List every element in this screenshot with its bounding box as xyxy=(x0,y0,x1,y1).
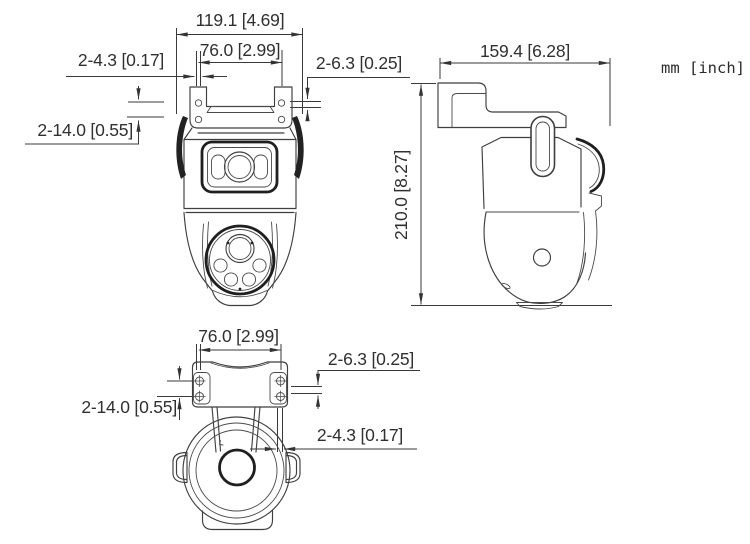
ir-window-left xyxy=(211,154,226,180)
dim-side-depth: 159.4 [6.28] xyxy=(480,41,570,61)
dome-face-ring xyxy=(204,224,276,296)
dim-bottom-hole-spacing: 76.0 [2.99] xyxy=(198,326,279,346)
bottom-dome-top-view xyxy=(172,406,301,531)
side-wall-bracket xyxy=(437,82,567,129)
side-hinge-column xyxy=(530,115,556,178)
side-cap-right xyxy=(285,451,301,484)
side-view-drawing: 159.4 [6.28] 210.0 [8.27] xyxy=(391,41,612,310)
front-hole-pitch-dimension: 2-14.0 [0.55] xyxy=(25,86,164,145)
mounting-holes xyxy=(193,375,287,403)
front-hole-spacing-dimension: 76.0 [2.99] xyxy=(196,40,283,86)
dim-front-hole-spacing: 76.0 [2.99] xyxy=(200,40,281,60)
front-overall-width-dimension: 119.1 [4.69] xyxy=(176,10,303,114)
front-mounting-bracket xyxy=(189,86,293,129)
bottom-hole-diameter-dimension: 2-6.3 [0.25] xyxy=(291,349,420,409)
bottom-view-drawing: 76.0 [2.99] 2-14.0 [0.55] 2-6.3 [0.25] 2… xyxy=(81,326,420,531)
screw-slot-right xyxy=(269,372,287,405)
fixed-lens xyxy=(223,151,256,183)
front-slot-width-dimension: 2-4.3 [0.17] xyxy=(66,50,227,79)
front-ptz-dome xyxy=(183,211,297,307)
dim-bottom-slot-width: 2-4.3 [0.17] xyxy=(317,425,403,445)
led-3 xyxy=(241,272,257,287)
dome-side-button xyxy=(532,248,552,267)
bottom-cap-band xyxy=(201,510,274,531)
rain-visor xyxy=(575,137,606,193)
ptz-lens xyxy=(225,233,255,264)
dim-front-slot-width: 2-4.3 [0.17] xyxy=(78,50,164,70)
units-note: mm [inch] xyxy=(661,59,745,77)
bottom-mounting-plate xyxy=(191,361,289,408)
dim-front-overall-width: 119.1 [4.69] xyxy=(196,10,285,30)
dim-front-hole-pitch: 2-14.0 [0.55] xyxy=(37,120,133,140)
led-1 xyxy=(213,258,228,273)
pan-hinge-ear-right xyxy=(292,116,304,179)
bottom-hole-spacing-dimension: 76.0 [2.99] xyxy=(196,326,282,370)
fixed-lens-module xyxy=(200,140,279,194)
dim-side-height: 210.0 [8.27] xyxy=(391,150,411,240)
side-depth-dimension: 159.4 [6.28] xyxy=(439,41,611,126)
dim-bottom-hole-diameter: 2-6.3 [0.25] xyxy=(328,349,414,369)
dim-front-hole-diameter: 2-6.3 [0.25] xyxy=(316,53,402,73)
side-head-housing xyxy=(481,136,606,284)
led-2 xyxy=(223,272,239,287)
bottom-slot-width-dimension: 2-4.3 [0.17] xyxy=(250,408,417,452)
pan-hinge-ear-left xyxy=(176,116,188,179)
screw-slot-left xyxy=(193,372,211,405)
front-view-drawing: 119.1 [4.69] 76.0 [2.99] 2-4.3 [0.17] 2-… xyxy=(25,10,410,307)
side-height-dimension: 210.0 [8.27] xyxy=(391,83,612,306)
bottom-hole-pitch-dimension: 2-14.0 [0.55] xyxy=(81,366,193,420)
side-ptz-dome xyxy=(483,211,587,310)
yoke-hub xyxy=(218,448,256,487)
dim-bottom-hole-pitch: 2-14.0 [0.55] xyxy=(81,397,177,417)
side-cap-left xyxy=(172,451,188,484)
front-head-housing xyxy=(176,116,304,214)
front-hole-diameter-dimension: 2-6.3 [0.25] xyxy=(290,53,410,122)
ir-window-right xyxy=(253,154,268,180)
led-4 xyxy=(252,258,267,273)
